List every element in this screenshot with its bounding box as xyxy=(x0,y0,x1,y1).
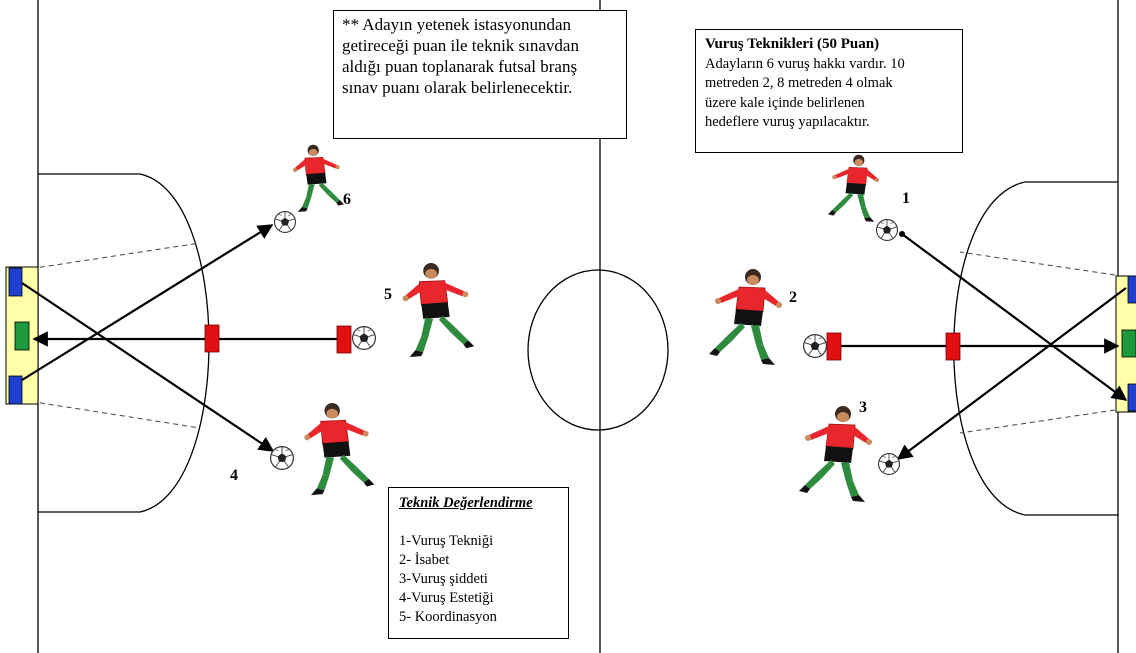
shot-techniques-title: Vuruş Teknikleri (50 Puan) xyxy=(705,36,880,52)
player-figure-icon xyxy=(303,402,375,496)
marker-left-8m xyxy=(204,324,220,353)
player-number-6: 6 xyxy=(343,191,351,208)
left-goal xyxy=(5,266,39,405)
shot-techniques-line: Adayların 6 vuruş hakkı vardır. 10 xyxy=(705,55,905,72)
shot-line-6 xyxy=(21,224,274,381)
soccer-ball-icon xyxy=(274,211,296,233)
left-penalty-area xyxy=(38,173,210,513)
player-figure-icon xyxy=(292,144,345,213)
shot-line-3 xyxy=(896,287,1127,460)
soccer-ball-icon xyxy=(270,446,294,470)
soccer-ball-icon xyxy=(878,453,900,475)
evaluation-item: 3-Vuruş şiddeti xyxy=(399,571,488,587)
player-figure-icon xyxy=(402,262,475,358)
right-penalty-area xyxy=(953,181,1118,516)
evaluation-item: 5- Koordinasyon xyxy=(399,609,497,625)
shot-line-4 xyxy=(21,282,275,452)
player-figure-icon xyxy=(827,154,880,223)
shot-techniques-box: Vuruş Teknikleri (50 Puan) Adayların 6 v… xyxy=(695,29,963,153)
player-figure-icon xyxy=(798,405,873,503)
technical-evaluation-title: Teknik Değerlendirme xyxy=(399,495,533,511)
center-circle xyxy=(527,269,669,431)
note-line: sınav puanı olarak belirlenecektir. xyxy=(342,78,573,97)
evaluation-item: 1-Vuruş Tekniği xyxy=(399,533,494,549)
note-line: ** Adayın yetenek istasyonundan xyxy=(342,15,571,34)
player-number-1: 1 xyxy=(902,190,910,207)
shot-techniques-line: metreden 2, 8 metreden 4 olmak xyxy=(705,75,893,91)
evaluation-item: 4-Vuruş Estetiği xyxy=(399,590,494,606)
player-number-2: 2 xyxy=(789,289,797,306)
right-goal xyxy=(1115,275,1136,413)
shot-techniques-line: üzere kale içinde belirlenen xyxy=(705,94,865,111)
shot-trajectories xyxy=(21,224,1128,460)
marker-left-10m xyxy=(336,325,352,354)
player-number-4: 4 xyxy=(230,467,238,484)
distance-markers xyxy=(204,324,961,361)
shot-techniques-line: hedeflere vuruş yapılacaktır. xyxy=(705,114,870,130)
dashed-lines xyxy=(21,242,1116,434)
technical-evaluation-box: Teknik Değerlendirme 1-Vuruş Tekniği 2- … xyxy=(388,487,569,639)
note-line: aldığı puan toplanarak futsal branş xyxy=(342,57,578,76)
player-figure-icon xyxy=(708,268,783,366)
evaluation-item: 2- İsabet xyxy=(399,552,450,568)
player-number-5: 5 xyxy=(384,286,392,303)
shot-line-1 xyxy=(901,233,1128,401)
soccer-ball-icon xyxy=(352,326,376,350)
soccer-ball-icon xyxy=(876,219,898,241)
marker-right-10m xyxy=(826,332,842,361)
player-number-3: 3 xyxy=(859,399,867,416)
soccer-ball-icon xyxy=(803,334,827,358)
marker-right-8m xyxy=(945,332,961,361)
note-line: getireceği puan ile teknik sınavdan xyxy=(342,36,579,55)
score-note-box: ** Adayın yetenek istasyonundan getirece… xyxy=(333,10,627,139)
